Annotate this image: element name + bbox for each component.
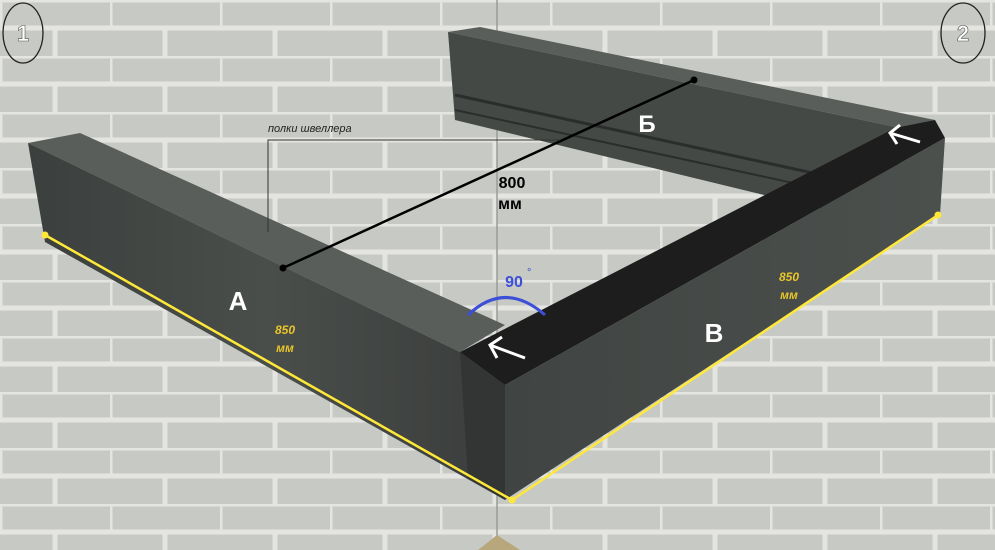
length-line-v	[511, 213, 939, 502]
beam-label-b: Б	[638, 111, 655, 138]
beam-a-top	[28, 133, 505, 352]
length-a-value: 850	[275, 323, 295, 337]
badge-ring-right	[940, 2, 986, 64]
beam-a	[28, 133, 505, 500]
badge-right: 2	[957, 21, 969, 46]
beam-a-face	[28, 143, 505, 500]
length-v-unit: мм	[780, 288, 798, 302]
length-point	[934, 211, 942, 219]
angle-degree: °	[527, 267, 531, 279]
beam-v	[460, 120, 945, 500]
beam-b-face	[448, 32, 900, 228]
length-point	[508, 496, 516, 504]
badge-left: 1	[17, 21, 29, 46]
arrow-icon-right	[888, 123, 921, 145]
beam-label-v: В	[705, 318, 724, 348]
length-point	[41, 231, 49, 239]
beam-label-a: А	[229, 286, 248, 316]
angle-value: 90	[505, 274, 523, 291]
floor-corner	[478, 535, 520, 550]
length-line-a	[44, 233, 513, 502]
badge-ring-left	[2, 2, 44, 64]
beam-v-face	[505, 138, 945, 500]
length-v-value: 850	[779, 270, 799, 284]
flange-callout-line	[267, 139, 560, 232]
length-a-unit: мм	[276, 341, 294, 355]
beam-v-top	[460, 120, 945, 385]
distance-unit: мм	[498, 196, 522, 213]
distance-point-b	[690, 76, 698, 84]
angle-arc	[466, 296, 546, 317]
arrow-icon-left	[488, 335, 526, 360]
distance-value: 800	[499, 175, 526, 192]
flange-label: полки швеллера	[268, 123, 352, 135]
distance-line	[282, 78, 695, 270]
beam-b-top	[448, 27, 935, 128]
distance-point-a	[279, 264, 287, 272]
beam-a-end	[460, 352, 505, 500]
